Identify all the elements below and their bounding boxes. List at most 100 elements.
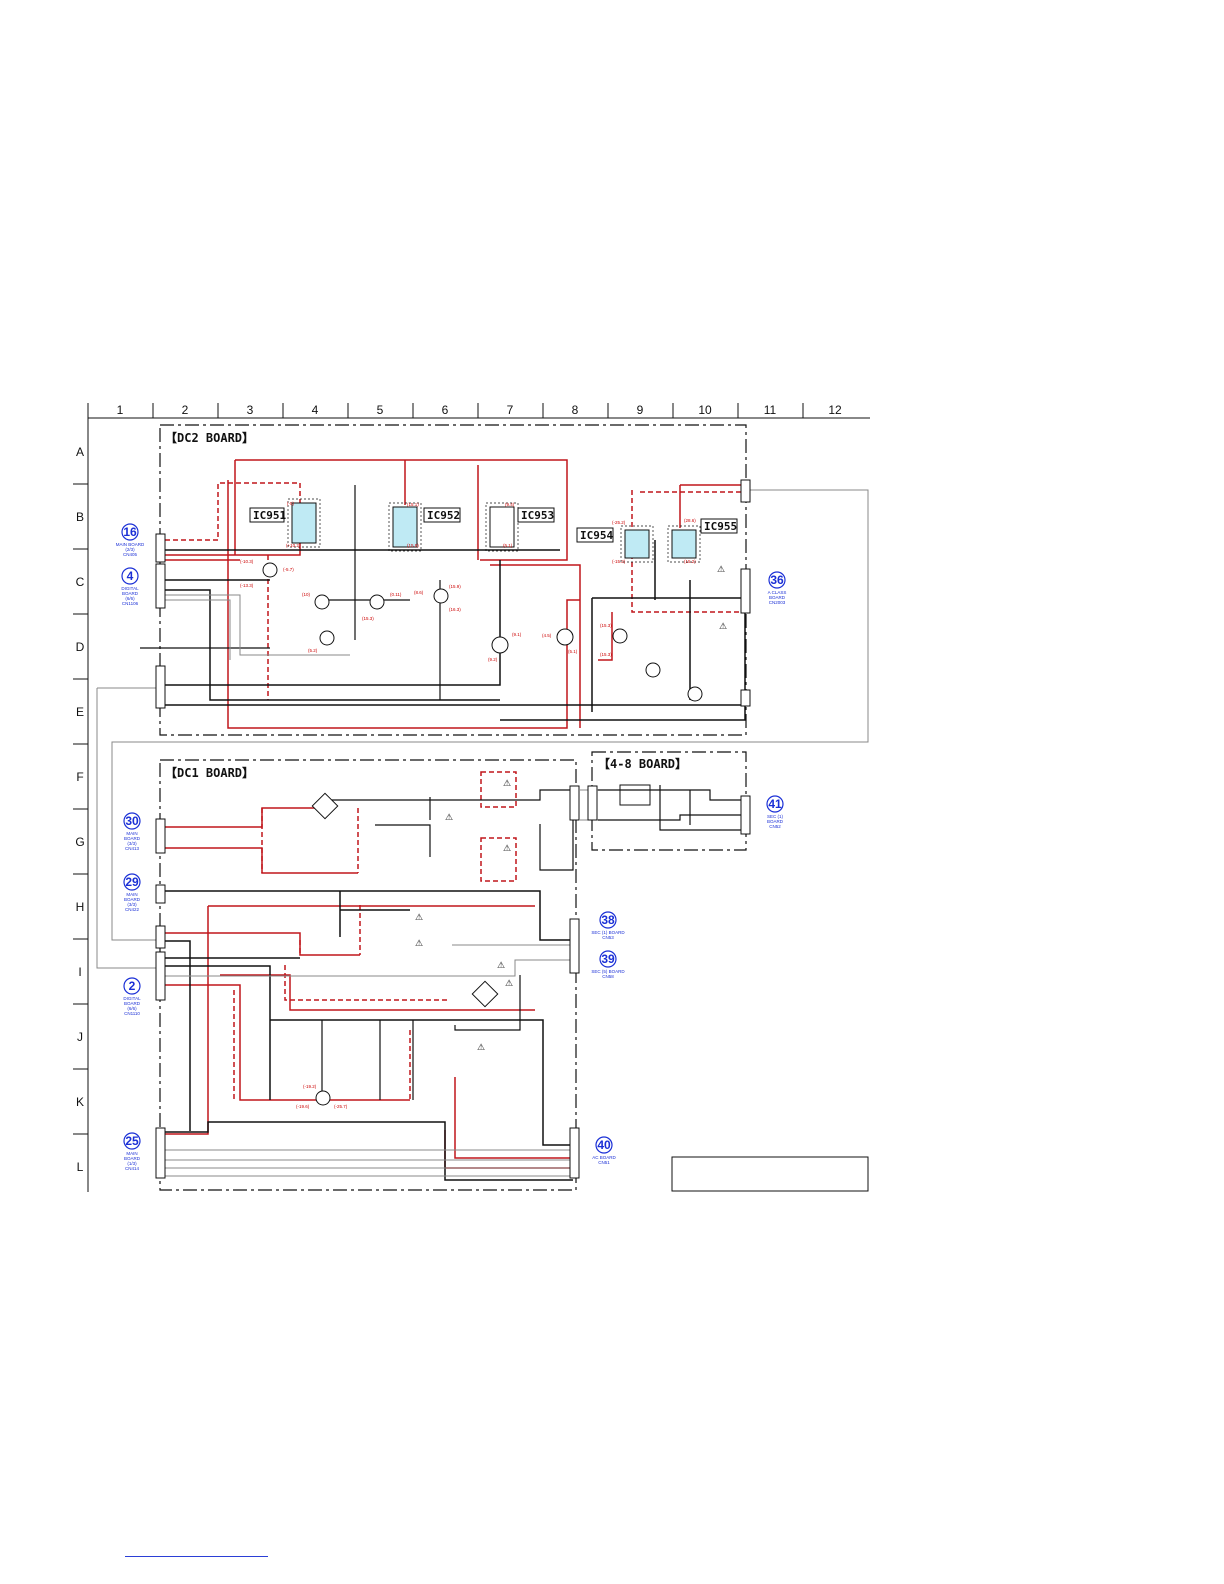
svg-text:(-25.2): (-25.2) <box>612 520 626 525</box>
svg-text:38: 38 <box>601 913 615 927</box>
svg-text:⚠: ⚠ <box>503 779 511 789</box>
grid-row-label: I <box>78 965 81 979</box>
svg-text:(15.9): (15.9) <box>449 584 461 589</box>
bridge-rectifiers <box>311 792 499 1008</box>
grid-column-label: 4 <box>312 403 319 417</box>
svg-text:(5.1): (5.1) <box>503 543 513 548</box>
svg-text:BOARD: BOARD <box>122 591 139 596</box>
connector-labels: 16 MAIN BOARD(2/3)CN405 4 DIGITALBOARD(6… <box>116 523 787 1171</box>
svg-text:(5.1): (5.1) <box>568 649 578 654</box>
board-4-8-title: 【4-8 BOARD】 <box>598 756 687 771</box>
svg-text:(16.3): (16.3) <box>449 607 461 612</box>
ic953-label: IC953 <box>521 509 554 522</box>
svg-text:(1/3): (1/3) <box>127 1161 137 1166</box>
svg-text:CN422: CN422 <box>125 907 140 912</box>
svg-text:CN1106: CN1106 <box>122 601 139 606</box>
svg-text:BOARD: BOARD <box>124 1001 141 1006</box>
svg-text:⚠: ⚠ <box>415 913 423 923</box>
svg-text:A CLASS: A CLASS <box>768 590 787 595</box>
ic954: IC954 <box>576 525 654 563</box>
svg-text:BOARD: BOARD <box>124 897 141 902</box>
dc2-connectors <box>155 479 751 709</box>
svg-text:(-10.3): (-10.3) <box>240 559 254 564</box>
svg-text:(9.4): (9.4) <box>505 502 515 507</box>
svg-text:MAIN BOARD: MAIN BOARD <box>116 542 145 547</box>
grid-row-label: B <box>76 510 84 524</box>
svg-text:(15.1): (15.1) <box>407 502 419 507</box>
svg-text:MAIN: MAIN <box>126 1151 137 1156</box>
svg-text:(15.3): (15.3) <box>362 616 374 621</box>
note-box <box>671 1156 869 1192</box>
svg-text:MAIN: MAIN <box>126 831 137 836</box>
svg-text:SEC (1): SEC (1) <box>767 814 784 819</box>
ic952-label: IC952 <box>427 509 460 522</box>
svg-text:36: 36 <box>770 573 784 587</box>
ic951-label: IC951 <box>253 509 286 522</box>
svg-text:30: 30 <box>125 814 139 828</box>
grid-column-label: 2 <box>182 403 189 417</box>
svg-text:(-15.2): (-15.2) <box>612 559 626 564</box>
svg-text:25: 25 <box>125 1134 139 1148</box>
svg-text:40: 40 <box>597 1138 611 1152</box>
svg-text:AC BOARD: AC BOARD <box>592 1155 616 1160</box>
grid-row-label: J <box>77 1030 83 1044</box>
dc2-board: 【DC2 BOARD】 IC951 IC952 <box>96 424 869 969</box>
svg-text:(0.11): (0.11) <box>390 592 402 597</box>
grid-row-label: E <box>76 705 84 719</box>
grid-row-label: D <box>76 640 85 654</box>
svg-text:(9.2): (9.2) <box>488 657 498 662</box>
svg-text:(15.3): (15.3) <box>600 623 612 628</box>
svg-text:⚠: ⚠ <box>497 961 505 971</box>
grid-row-label: F <box>76 770 83 784</box>
svg-text:(5.2): (5.2) <box>308 648 318 653</box>
svg-text:CN2003: CN2003 <box>769 600 786 605</box>
svg-text:⚠: ⚠ <box>445 813 453 823</box>
svg-text:41: 41 <box>768 797 782 811</box>
svg-text:(-5.7): (-5.7) <box>283 567 294 572</box>
svg-text:BOARD: BOARD <box>769 595 786 600</box>
svg-text:BOARD: BOARD <box>767 819 784 824</box>
svg-text:CN52: CN52 <box>769 824 781 829</box>
grid-column-label: 6 <box>442 403 449 417</box>
footer-link-underline[interactable] <box>125 1556 268 1557</box>
ic954-label: IC954 <box>580 529 613 542</box>
svg-text:DIGITAL: DIGITAL <box>121 586 139 591</box>
svg-text:⚠: ⚠ <box>505 979 513 989</box>
svg-text:⚠: ⚠ <box>415 939 423 949</box>
grid-column-label: 8 <box>572 403 579 417</box>
svg-text:BOARD: BOARD <box>124 836 141 841</box>
dc1-transistor <box>315 1090 331 1106</box>
svg-text:(10): (10) <box>302 592 311 597</box>
svg-text:CN414: CN414 <box>125 1166 140 1171</box>
svg-text:(-25.7): (-25.7) <box>334 1104 348 1109</box>
svg-text:CN58: CN58 <box>602 974 614 979</box>
grid-column-label: 7 <box>507 403 514 417</box>
grid-column-label: 5 <box>377 403 384 417</box>
svg-text:CN51: CN51 <box>598 1160 610 1165</box>
svg-text:DIGITAL: DIGITAL <box>123 996 141 1001</box>
svg-text:2: 2 <box>129 979 136 993</box>
svg-text:(-5): (-5) <box>287 501 294 506</box>
svg-text:(15.3): (15.3) <box>600 652 612 657</box>
svg-text:⚠: ⚠ <box>477 1043 485 1053</box>
svg-text:SEC (1) BOARD: SEC (1) BOARD <box>591 930 625 935</box>
svg-text:(4.5): (4.5) <box>542 633 552 638</box>
svg-text:(3/3): (3/3) <box>127 902 137 907</box>
svg-text:(9.1): (9.1) <box>512 632 522 637</box>
svg-text:(8.6): (8.6) <box>414 590 424 595</box>
grid-row-label: G <box>75 835 84 849</box>
conn-16: 16 MAIN BOARD(2/3)CN405 <box>116 523 145 557</box>
ic953: IC953 <box>485 502 555 552</box>
dc2-board-title: 【DC2 BOARD】 <box>165 430 254 445</box>
svg-text:39: 39 <box>601 952 615 966</box>
grid-row-label: L <box>77 1160 84 1174</box>
